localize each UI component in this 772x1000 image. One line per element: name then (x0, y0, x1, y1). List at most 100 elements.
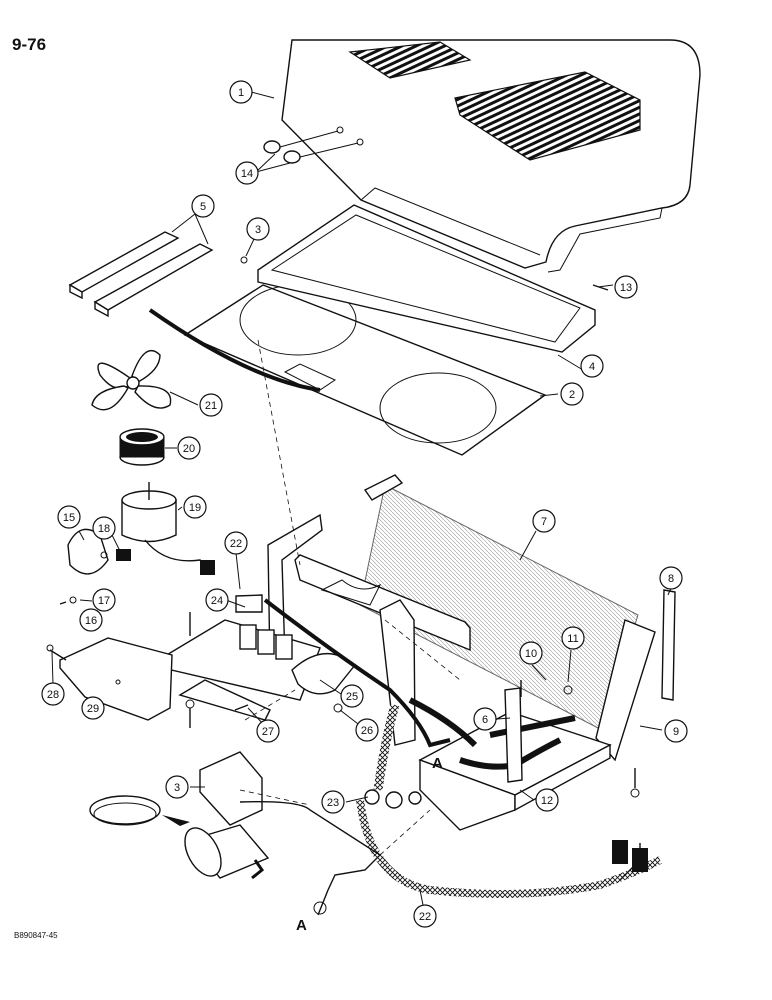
callout-22: 22 (224, 531, 248, 555)
fan-blade (91, 349, 172, 411)
callout-circle (165, 775, 189, 799)
callout-12: 12 (535, 788, 559, 812)
callout-circle (57, 505, 81, 529)
callout-number: 3 (174, 782, 180, 794)
callout-circle (256, 719, 280, 743)
callout-14: 14 (235, 161, 259, 185)
callout-number: 16 (85, 615, 97, 627)
callout-17: 17 (92, 588, 116, 612)
callout-25: 25 (340, 684, 364, 708)
callout-number: 20 (183, 443, 195, 455)
callout-number: 28 (47, 689, 59, 701)
callout-circle (81, 696, 105, 720)
callout-number: 21 (205, 400, 217, 412)
callout-circle (92, 516, 116, 540)
callout-circle (413, 904, 437, 928)
callout-number: 7 (541, 516, 547, 528)
clamp-arrow (162, 815, 190, 826)
air-duct-curve (148, 308, 321, 392)
callout-circle (183, 495, 207, 519)
callout-number: 18 (98, 523, 110, 535)
callout-circle (191, 194, 215, 218)
callout-20: 20 (177, 436, 201, 460)
callout-number: 4 (589, 361, 595, 373)
blower-motor (121, 482, 215, 575)
callout-11: 11 (561, 626, 585, 650)
callout-leaders (51, 91, 672, 906)
callout-number: 26 (361, 725, 373, 737)
callout-2: 2 (560, 382, 584, 406)
callout-28: 28 (41, 682, 65, 706)
callout-1: 1 (229, 80, 253, 104)
callout-13: 13 (614, 275, 638, 299)
callout-9: 9 (664, 719, 688, 743)
callout-number: 29 (87, 703, 99, 715)
callout-number: 25 (346, 691, 358, 703)
callout-number: 3 (255, 224, 261, 236)
callout-circle (561, 626, 585, 650)
callout-23: 23 (321, 790, 345, 814)
callout-number: 22 (230, 538, 242, 550)
callout-circle (355, 718, 379, 742)
callout-circle (79, 608, 103, 632)
callout-6: 6 (473, 707, 497, 731)
callout-21: 21 (199, 393, 223, 417)
motor-clamp (67, 528, 131, 575)
callout-number: 22 (419, 911, 431, 923)
callout-10: 10 (519, 641, 543, 665)
callout-18: 18 (92, 516, 116, 540)
callout-circle (235, 161, 259, 185)
callout-22: 22 (413, 904, 437, 928)
seal-strip-vertical (661, 589, 676, 701)
callout-circle (246, 217, 270, 241)
hose-clamp (89, 795, 161, 826)
callout-8: 8 (659, 566, 683, 590)
callout-circle (41, 682, 65, 706)
callout-circle (519, 641, 543, 665)
callout-7: 7 (532, 509, 556, 533)
hardware-bolts (234, 256, 640, 798)
callout-number: 27 (262, 726, 274, 738)
callout-number: 15 (63, 512, 75, 524)
callout-3: 3 (165, 775, 189, 799)
callout-number: 11 (567, 633, 578, 645)
callout-number: 5 (200, 201, 206, 213)
callout-circle (321, 790, 345, 814)
figure-code: B890847-45 (14, 931, 58, 940)
frame-seal (257, 204, 596, 353)
callout-number: 24 (211, 595, 223, 607)
callout-number: 12 (541, 795, 553, 807)
callout-number: 19 (189, 502, 201, 514)
callout-circle (473, 707, 497, 731)
callout-5: 5 (191, 194, 215, 218)
callout-circle (664, 719, 688, 743)
cover-screw (46, 644, 67, 661)
callout-24: 24 (205, 588, 229, 612)
callout-circle (535, 788, 559, 812)
callout-3: 3 (246, 217, 270, 241)
view-marker-upper: A (432, 755, 443, 772)
callout-number: 10 (525, 648, 537, 660)
callout-16: 16 (79, 608, 103, 632)
cab-roof-cover (281, 39, 701, 273)
callout-29: 29 (81, 696, 105, 720)
plugs (263, 126, 364, 164)
callout-19: 19 (183, 495, 207, 519)
callout-26: 26 (355, 718, 379, 742)
callout-circle (224, 531, 248, 555)
callout-number: 23 (327, 797, 339, 809)
cover-panel (59, 637, 173, 721)
callout-circle (177, 436, 201, 460)
receiver-drier-bracket (199, 751, 263, 826)
fittings (364, 789, 422, 809)
callout-number: 2 (569, 389, 575, 401)
callout-circle (560, 382, 584, 406)
foam-seal-strips (68, 231, 214, 318)
callout-circle (340, 684, 364, 708)
page-number: 9-76 (12, 35, 46, 54)
callout-number: 17 (98, 595, 110, 607)
callout-circle (229, 80, 253, 104)
callout-circle (532, 509, 556, 533)
callout-number: 9 (673, 726, 679, 738)
